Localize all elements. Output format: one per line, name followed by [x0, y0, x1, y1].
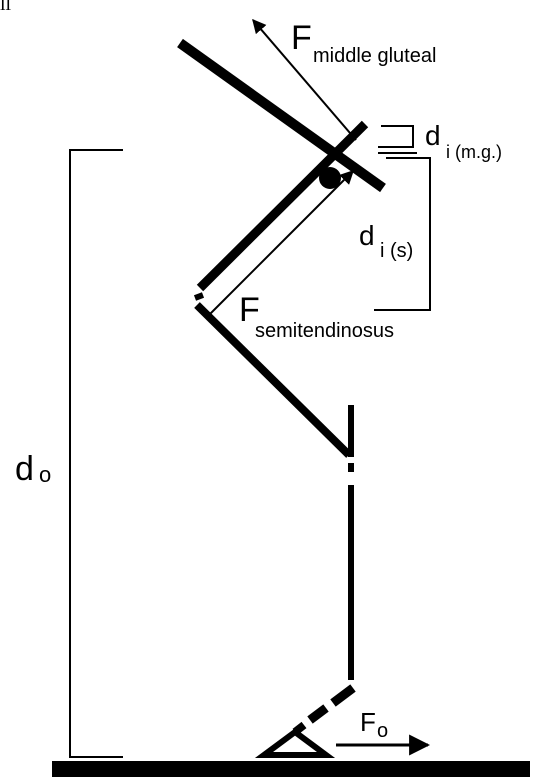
svg-text:F: F	[360, 707, 376, 737]
corner-mark: ll	[0, 0, 12, 15]
svg-text:d: d	[425, 120, 441, 151]
foot-dash-1	[330, 684, 356, 707]
svg-text:F: F	[291, 19, 312, 57]
label-f-middle-gluteal: F middle gluteal	[291, 19, 436, 67]
knee-stub	[193, 292, 205, 301]
svg-text:F: F	[239, 291, 260, 329]
femur-segment	[196, 120, 369, 292]
label-d-i-mg: d i (m.g.)	[425, 120, 502, 162]
foot-dash-2	[307, 704, 329, 724]
svg-text:i (m.g.): i (m.g.)	[446, 142, 502, 162]
d-i-mg-bracket	[378, 125, 414, 148]
svg-text:middle gluteal: middle gluteal	[313, 45, 436, 67]
svg-text:d: d	[359, 220, 375, 251]
svg-text:semitendinosus: semitendinosus	[255, 320, 394, 342]
svg-text:o: o	[377, 720, 388, 742]
middle-gluteal-force-arrow	[252, 18, 357, 141]
pelvis-segment	[177, 38, 386, 193]
hip-joint	[319, 167, 341, 189]
shank-segment	[194, 302, 352, 458]
label-d-o: d o	[15, 450, 51, 488]
svg-text:o: o	[39, 462, 51, 487]
ground-bar	[52, 761, 530, 777]
svg-text:d: d	[15, 450, 34, 488]
d-o-bracket	[69, 149, 123, 758]
d-i-s-bracket	[374, 157, 431, 311]
label-f-o: F o	[360, 707, 388, 742]
semitendinosus-force-arrow	[206, 170, 354, 318]
svg-text:i (s): i (s)	[380, 240, 413, 262]
label-f-semitendinosus: F semitendinosus	[239, 291, 394, 342]
pivot-triangle	[254, 728, 336, 758]
label-d-i-s: d i (s)	[359, 220, 413, 262]
